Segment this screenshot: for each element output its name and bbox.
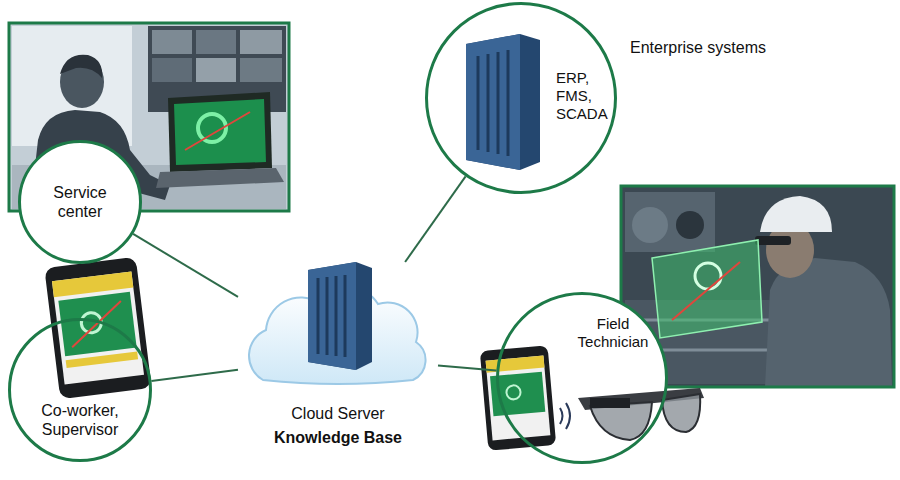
- enterprise-circle: Enterprise systemsERP, FMS, SCADA: [425, 2, 617, 194]
- phone-body: [44, 257, 151, 399]
- connector-line: [151, 370, 238, 381]
- connector-line: [133, 234, 238, 297]
- server-slot: [317, 278, 320, 354]
- phone: [44, 257, 151, 399]
- wireless-wave: [560, 408, 563, 424]
- connector-line: [405, 176, 466, 262]
- circle-fill: [19, 141, 141, 263]
- phone-body: [480, 345, 556, 451]
- glasses-lens: [662, 394, 700, 432]
- machine-part: [625, 192, 715, 252]
- wall-screen: [240, 58, 282, 82]
- node-label: Cloud Server: [238, 404, 438, 423]
- coworker-circle: Co-worker, Supervisor: [8, 318, 152, 462]
- phone: [480, 345, 556, 451]
- ar-mark: [672, 262, 740, 320]
- technician-body: [765, 258, 892, 387]
- server-front: [308, 262, 356, 370]
- server-side: [466, 34, 540, 170]
- node-detail: ERP, FMS, SCADA: [556, 69, 614, 123]
- server-slot: [497, 52, 500, 154]
- display-mark: [185, 112, 250, 150]
- hard-hat: [760, 196, 832, 232]
- server-slot: [507, 50, 510, 156]
- wall-screen: [196, 30, 236, 54]
- cloud-node: Cloud ServerKnowledge Base: [238, 262, 438, 452]
- node-label: Field Technician: [573, 315, 653, 351]
- server-slot: [487, 54, 490, 152]
- server-side: [308, 262, 372, 370]
- ar-display: [652, 240, 762, 338]
- server-slot: [335, 276, 338, 356]
- phone-image: [58, 292, 136, 356]
- person-hair: [60, 55, 102, 78]
- ar-gear: [695, 263, 721, 289]
- connector-line: [438, 366, 496, 371]
- server-tower: [466, 34, 540, 170]
- machine-roller: [676, 211, 704, 239]
- technician-circle: Field Technician: [496, 292, 668, 464]
- wall-screen: [152, 30, 192, 54]
- wall-screen: [240, 30, 282, 54]
- laptop-screen: [168, 92, 272, 172]
- wall-screen: [152, 58, 192, 82]
- server-slot: [344, 275, 347, 357]
- node-detail: Knowledge Base: [238, 428, 438, 447]
- laptop-base: [156, 168, 284, 188]
- node-label: Service center: [45, 183, 115, 221]
- server-front: [466, 34, 520, 170]
- service-circle: Service center: [18, 140, 142, 264]
- phone-gear: [506, 385, 521, 400]
- smart-glasses: [578, 388, 704, 440]
- machine-roller: [632, 207, 668, 243]
- server-slot: [326, 277, 329, 355]
- circle-fill: [426, 3, 616, 193]
- glasses-module: [590, 398, 630, 408]
- node-label: Co-worker, Supervisor: [25, 401, 135, 439]
- node-label: Enterprise systems: [630, 38, 790, 57]
- phone-screen: [486, 356, 551, 441]
- wireless-wave: [566, 403, 570, 429]
- cloud-shape: [238, 262, 438, 397]
- phone-mark: [67, 301, 125, 347]
- wall-screen: [196, 58, 236, 82]
- phone-bar: [66, 351, 138, 368]
- server-slot: [477, 56, 480, 150]
- smart-glasses: [755, 236, 791, 245]
- phone-screen: [52, 272, 144, 385]
- laptop-display: [174, 99, 266, 165]
